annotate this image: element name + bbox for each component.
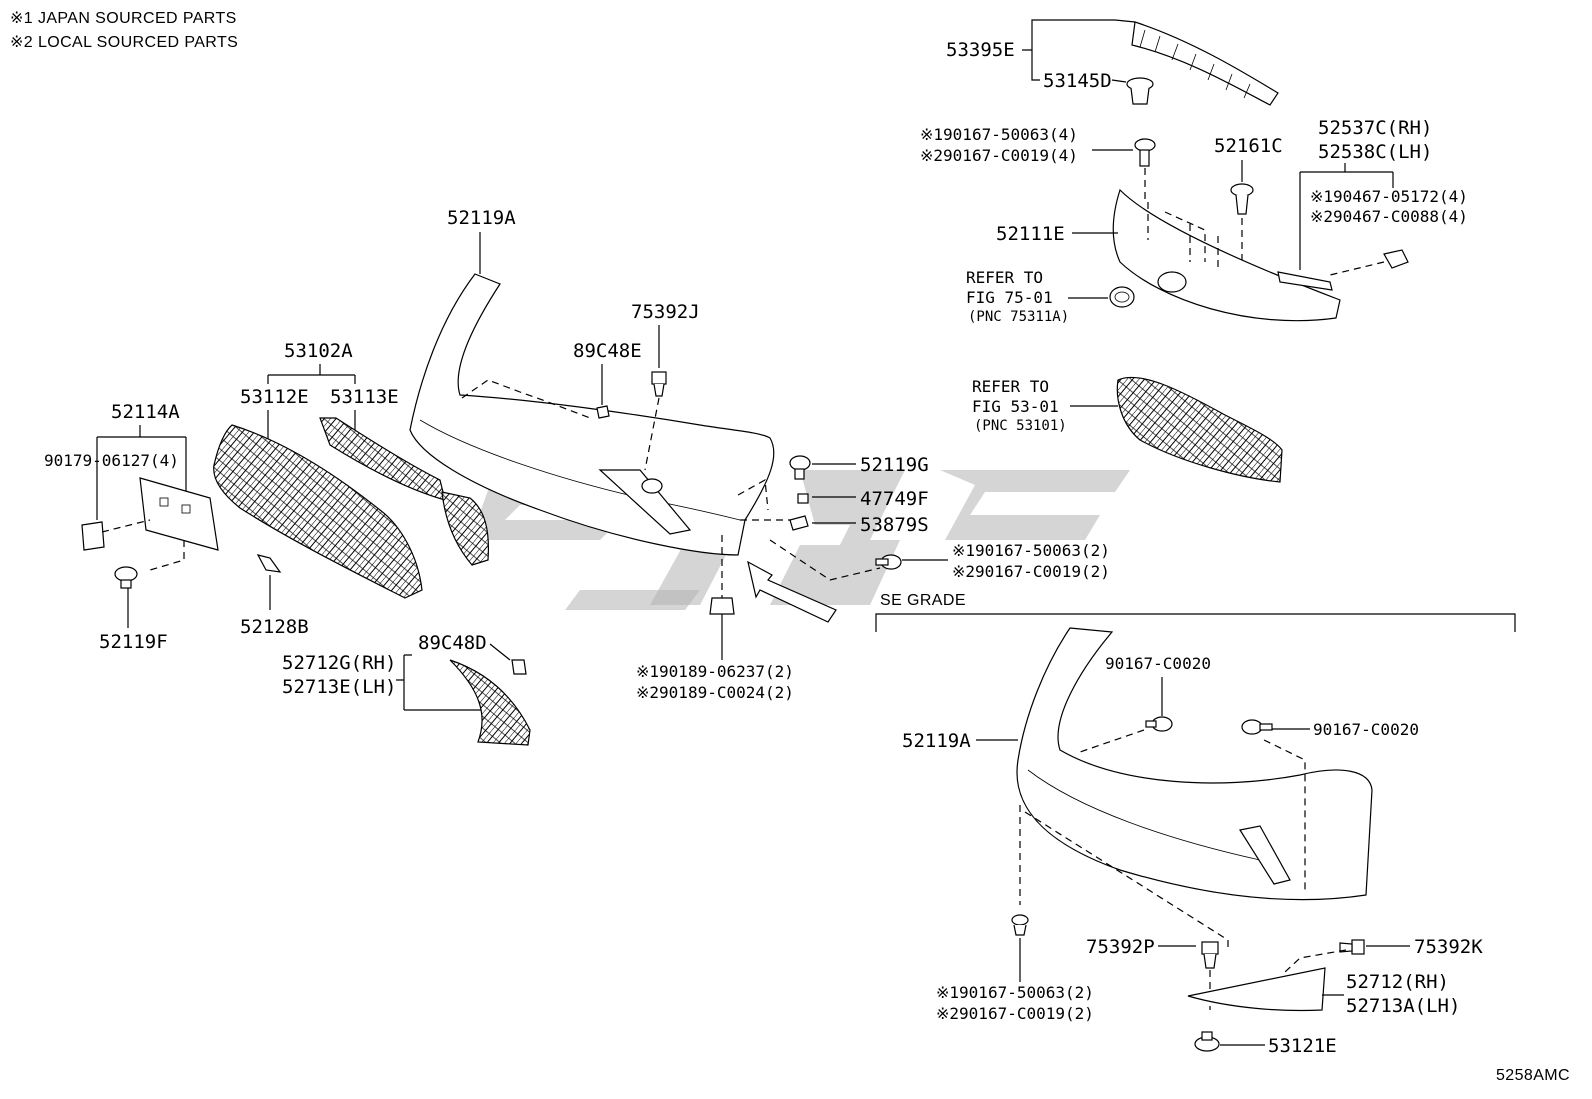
- label-47749F: 47749F: [860, 488, 929, 510]
- bracket-52128B: [256, 554, 282, 573]
- label-refer-to-75: REFER TO: [966, 268, 1043, 287]
- label-90167-50063-2a: ※190167-50063(2): [952, 541, 1110, 560]
- label-se-53121E: 53121E: [1268, 1035, 1337, 1057]
- label-90467-C0088: ※290467-C0088(4): [1310, 207, 1468, 226]
- clip-53145D: [1126, 77, 1154, 105]
- se-screw-90167-C0020-b: [1241, 719, 1273, 735]
- se-clip-75392K: [1339, 939, 1365, 955]
- clip-89C48E: [596, 405, 610, 419]
- se-grade-bracket: [875, 613, 1516, 632]
- label-fig-53-01: FIG 53-01: [972, 397, 1059, 416]
- label-se-grade: SE GRADE: [880, 592, 966, 609]
- clip-75392J: [651, 371, 667, 397]
- screw-90167-50063: [1134, 138, 1156, 167]
- clip-52161C: [1230, 183, 1254, 215]
- label-75392J: 75392J: [631, 301, 700, 323]
- lower-grille-53112E: [213, 424, 423, 599]
- label-52119F: 52119F: [99, 631, 168, 653]
- label-se-75392P: 75392P: [1086, 936, 1155, 958]
- figure-code: 5258AMC: [1496, 1067, 1570, 1084]
- label-90167-50063-4: ※190167-50063(4): [920, 125, 1078, 144]
- label-53145D: 53145D: [1043, 70, 1112, 92]
- garnish-52712G: [449, 659, 531, 746]
- label-se-52713A-LH: 52713A(LH): [1346, 995, 1460, 1017]
- label-se-52119A: 52119A: [902, 730, 971, 752]
- clip-47749F: [797, 493, 809, 504]
- label-se-52712-RH: 52712(RH): [1346, 971, 1449, 993]
- label-90167-C0019-2a: ※290167-C0019(2): [952, 562, 1110, 581]
- screw-52119F: [114, 566, 138, 589]
- label-52161C: 52161C: [1214, 135, 1283, 157]
- label-refer-to-53: REFER TO: [972, 377, 1049, 396]
- clip-90467: [1383, 249, 1409, 269]
- side-grille-53113E: [319, 417, 490, 566]
- label-53102A: 53102A: [284, 340, 353, 362]
- label-se-90167-50063: ※190167-50063(2): [936, 983, 1094, 1002]
- label-fig-75-01: FIG 75-01: [966, 288, 1053, 307]
- label-90167-C0019-4: ※290167-C0019(4): [920, 146, 1078, 165]
- label-90189-C0024: ※290189-C0024(2): [636, 683, 794, 702]
- screw-90167-center: [875, 554, 902, 570]
- label-se-90167-C0020-b: 90167-C0020: [1313, 720, 1419, 739]
- label-53879S: 53879S: [860, 514, 929, 536]
- label-52713E-LH: 52713E(LH): [282, 676, 396, 698]
- license-bracket-52114A: [139, 477, 219, 551]
- label-52538C-LH: 52538C(LH): [1318, 141, 1432, 163]
- label-89C48E: 89C48E: [573, 340, 642, 362]
- label-pnc-75311A: (PNC 75311A): [968, 309, 1069, 325]
- grille-upper-52111E: [1112, 188, 1341, 322]
- note-japan-sourced: ※1 JAPAN SOURCED PARTS: [10, 10, 237, 27]
- label-90467-05172: ※190467-05172(4): [1310, 187, 1468, 206]
- clip-89C48D: [511, 659, 527, 675]
- se-bumper-cover-52119A: [1016, 627, 1373, 901]
- se-screw-53121E: [1194, 1031, 1220, 1052]
- label-52114A: 52114A: [111, 401, 180, 423]
- label-90189-06237: ※190189-06237(2): [636, 662, 794, 681]
- label-52712G-RH: 52712G(RH): [282, 652, 396, 674]
- label-53395E: 53395E: [946, 39, 1015, 61]
- label-90179-06127: 90179-06127(4): [44, 451, 179, 470]
- se-screw-90167-50063: [1011, 914, 1029, 936]
- label-se-90167-C0020-a: 90167-C0020: [1105, 654, 1211, 673]
- nut-90179: [81, 521, 105, 551]
- se-spoiler-52712: [1187, 967, 1326, 1012]
- view-arrow: [747, 560, 837, 623]
- label-52119G: 52119G: [860, 454, 929, 476]
- upper-moulding-53395E: [1131, 21, 1279, 106]
- se-clip-75392P: [1201, 941, 1219, 969]
- label-89C48D: 89C48D: [418, 632, 487, 654]
- grille-assembly-53101: [1116, 376, 1283, 483]
- note-local-sourced: ※2 LOCAL SOURCED PARTS: [10, 34, 238, 51]
- label-52111E: 52111E: [996, 223, 1065, 245]
- label-52128B: 52128B: [240, 616, 309, 638]
- clip-53879S: [789, 515, 809, 531]
- label-53113E: 53113E: [330, 386, 399, 408]
- nut-90189: [709, 597, 735, 615]
- label-53112E: 53112E: [240, 386, 309, 408]
- label-se-90167-C0019: ※290167-C0019(2): [936, 1004, 1094, 1023]
- label-52537C-RH: 52537C(RH): [1318, 117, 1432, 139]
- label-pnc-53101: (PNC 53101): [974, 418, 1067, 434]
- bumper-cover-52119A: [409, 273, 775, 556]
- emblem-75311A: [1109, 286, 1135, 308]
- label-se-75392K: 75392K: [1414, 936, 1483, 958]
- screw-52119G: [789, 455, 811, 480]
- se-screw-90167-C0020-a: [1145, 716, 1173, 732]
- label-52119A: 52119A: [447, 207, 516, 229]
